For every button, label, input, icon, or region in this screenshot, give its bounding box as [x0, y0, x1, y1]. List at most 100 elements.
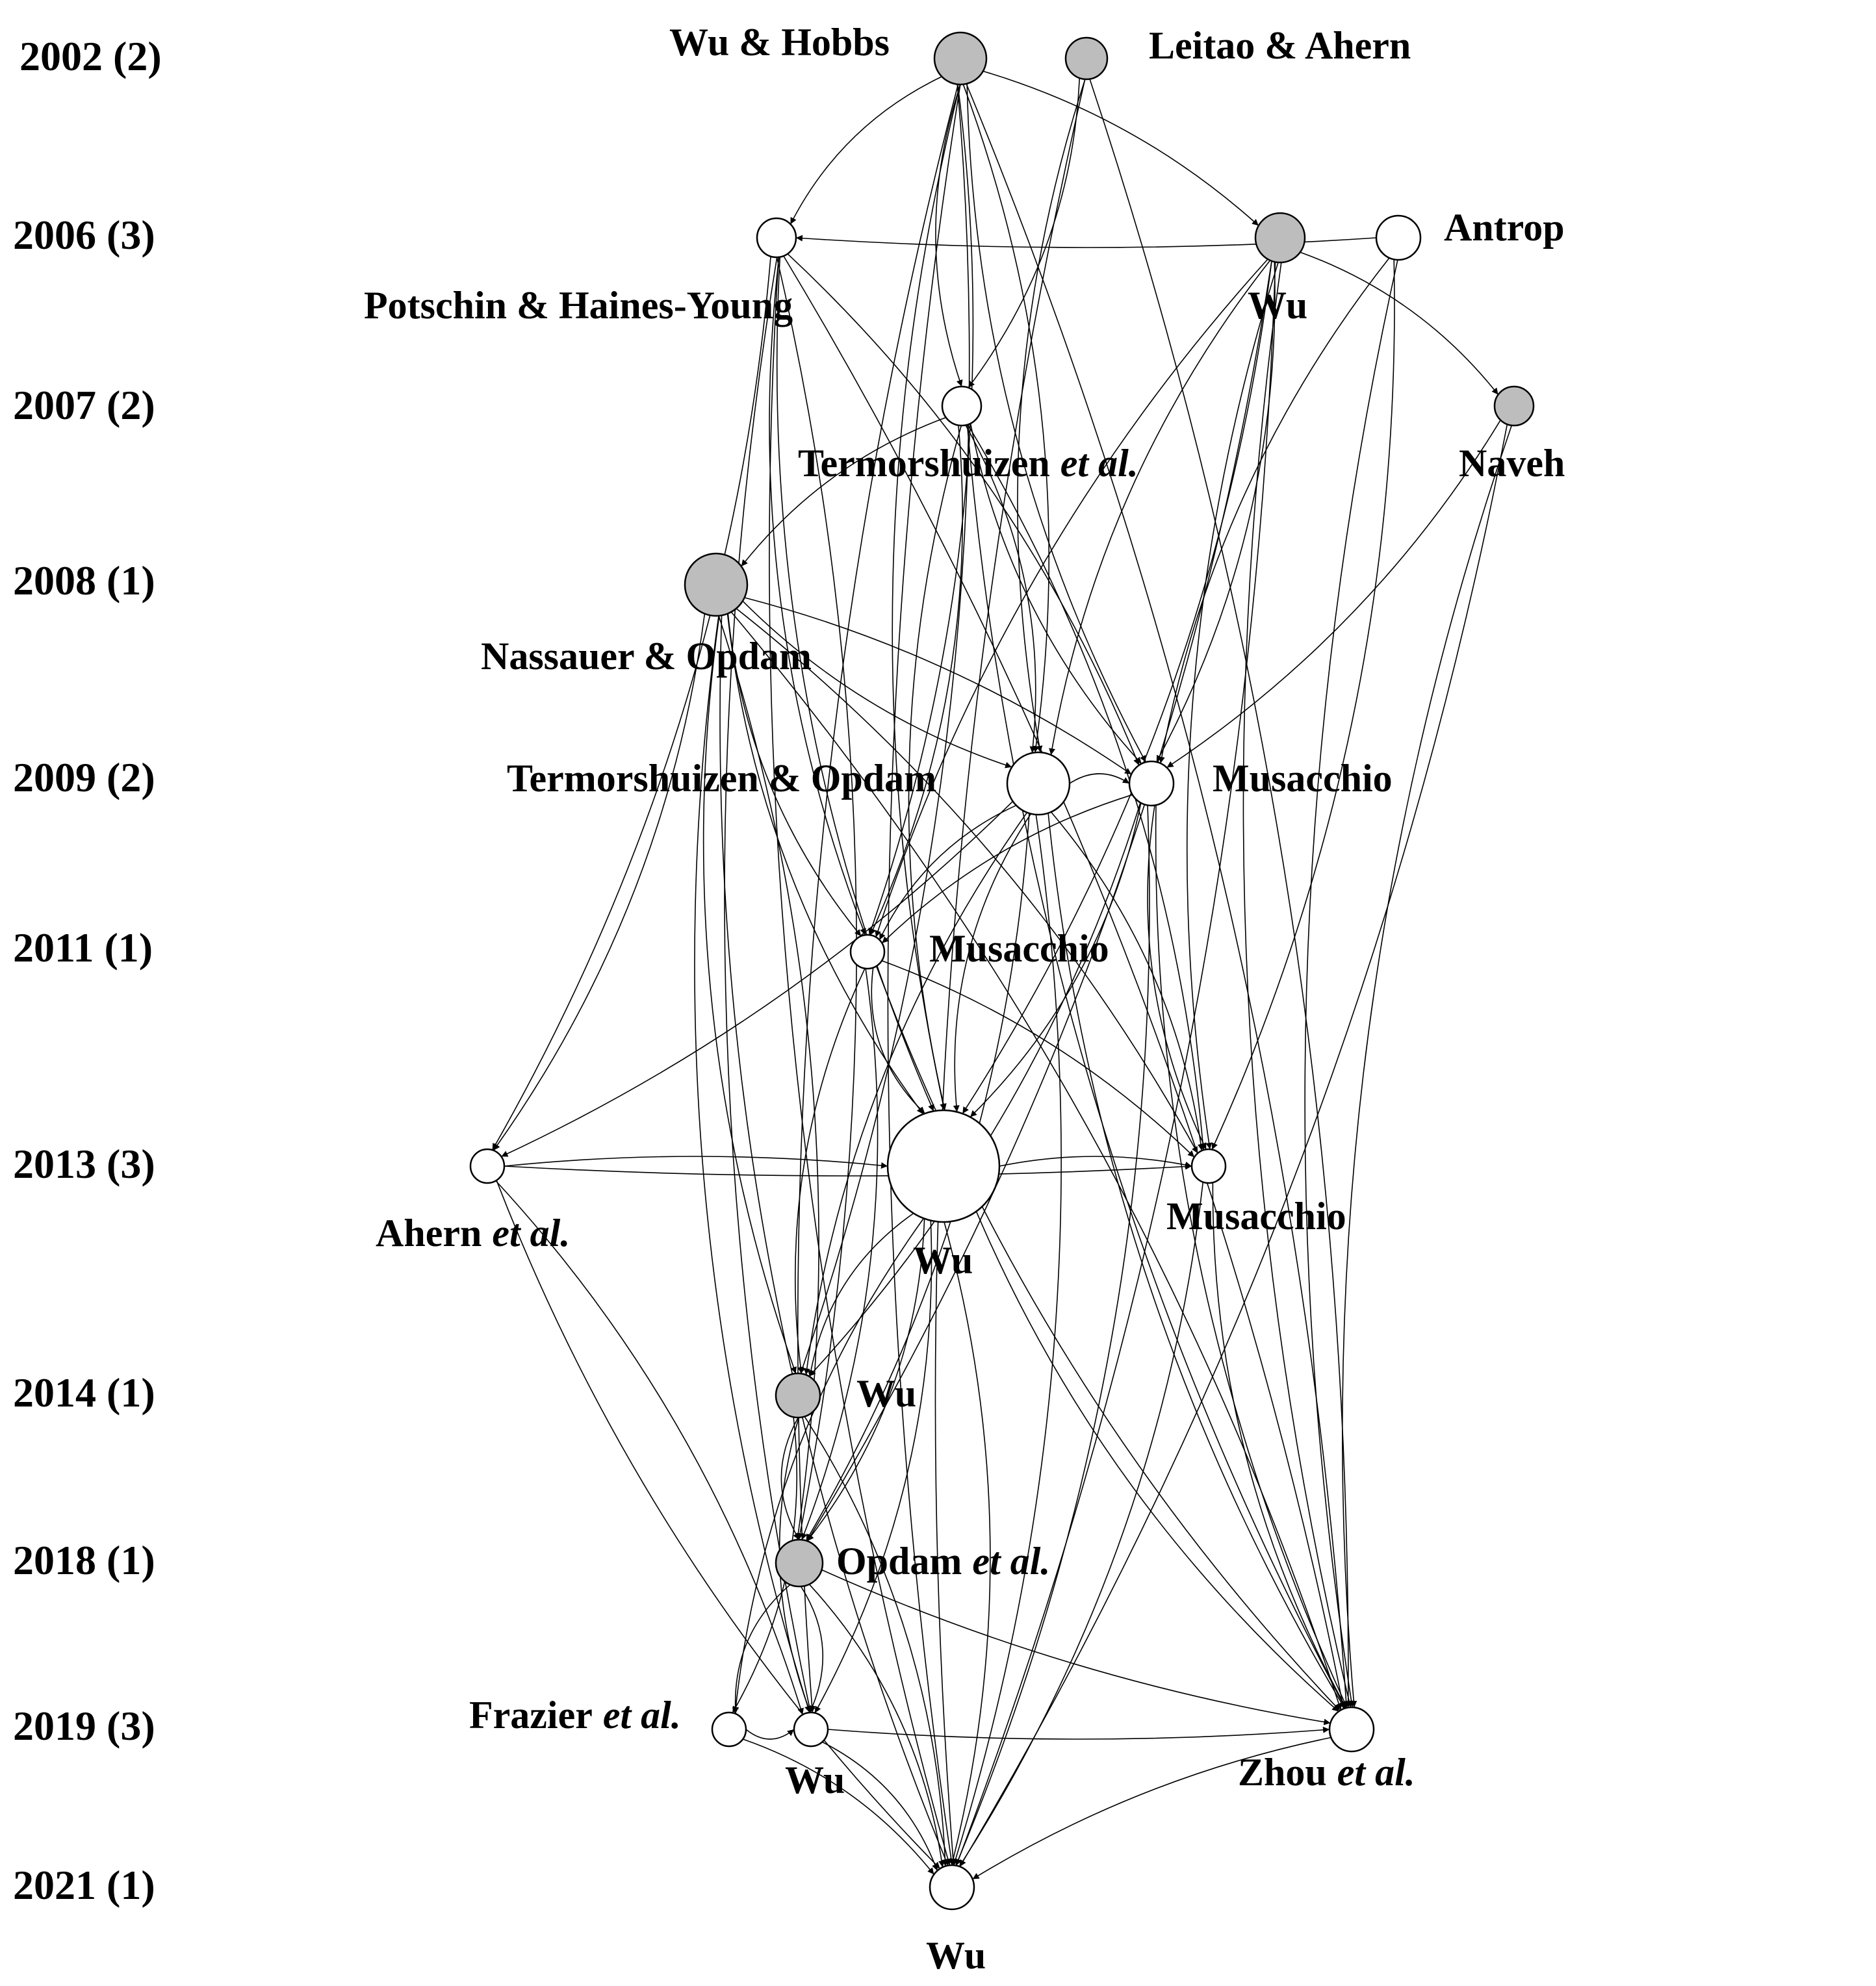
citation-edge: [732, 1584, 791, 1714]
label-wu-2014: Wu: [856, 1372, 916, 1415]
node-antrop-2006[interactable]: [1375, 214, 1422, 261]
citation-edge: [493, 613, 706, 1151]
citation-edge: [892, 84, 961, 1111]
citation-edge: [495, 1180, 804, 1715]
node-naveh-2007[interactable]: [1493, 385, 1535, 427]
citation-edge: [1212, 1182, 1347, 1709]
label-antrop-2006: Antrop: [1444, 206, 1565, 249]
label-wu-2013: Wu: [913, 1239, 973, 1282]
citation-edge: [797, 84, 959, 1713]
label-ahern-2013-name: Ahern: [376, 1212, 482, 1254]
node-termorshuizen-2007[interactable]: [941, 385, 983, 427]
label-opdam-2018-etal: et al.: [972, 1540, 1050, 1583]
citation-edge: [1242, 262, 1352, 1708]
year-label-2007: 2007 (2): [13, 382, 155, 428]
label-musacchio-2009: Musacchio: [1213, 757, 1393, 800]
citation-edge: [875, 259, 1268, 937]
node-frazier-2019[interactable]: [711, 1711, 747, 1748]
citation-edge: [868, 84, 974, 936]
citation-edge: [970, 423, 1142, 765]
year-label-2011: 2011 (1): [13, 924, 153, 971]
citation-edge: [908, 425, 962, 1111]
year-label-2006: 2006 (3): [13, 212, 155, 258]
citation-edge: [972, 1737, 1331, 1880]
citation-edge: [952, 814, 1062, 1866]
node-wu-2013[interactable]: [886, 1109, 1001, 1223]
citation-edge: [934, 79, 1086, 1866]
citation-edge: [694, 615, 811, 1713]
year-label-2019: 2019 (3): [13, 1703, 155, 1749]
citation-edge: [962, 261, 1272, 1114]
citation-edge: [1186, 262, 1279, 1150]
citation-edge: [780, 1417, 800, 1540]
node-potschin-haines-young-2006[interactable]: [756, 217, 797, 259]
citation-edge: [800, 1586, 823, 1713]
citation-edge: [1017, 79, 1086, 753]
citation-edge: [814, 1220, 932, 1714]
citation-edge: [730, 611, 1343, 1711]
citation-edge: [808, 1584, 945, 1868]
year-label-2008: 2008 (1): [13, 557, 155, 604]
citation-edge: [1304, 259, 1398, 1708]
citation-edge: [879, 804, 1017, 941]
citation-edge: [955, 262, 1276, 1866]
node-zhou-2019[interactable]: [1328, 1706, 1375, 1753]
citation-edge: [965, 425, 1036, 754]
label-termorshuizen-2007-etal: et al.: [1060, 442, 1138, 485]
citation-edge: [827, 1726, 1330, 1740]
citation-edge: [966, 83, 1147, 763]
node-wu-2021[interactable]: [929, 1864, 975, 1911]
node-musacchio-2013[interactable]: [1190, 1148, 1227, 1184]
citation-edge: [959, 424, 1508, 1867]
node-wu-2014[interactable]: [775, 1372, 821, 1419]
citation-edge: [806, 1218, 925, 1542]
citation-edge: [968, 78, 1080, 388]
node-ahern-2013[interactable]: [469, 1148, 506, 1184]
citation-edge: [1155, 805, 1348, 1709]
label-nassauer-opdam-2008: Nassauer & Opdam: [481, 635, 812, 678]
citation-edges: [492, 70, 1513, 1880]
citation-edge: [1158, 257, 1390, 764]
citation-edge: [1166, 420, 1501, 769]
citation-edge: [953, 813, 1032, 1112]
citation-edge: [975, 1211, 1339, 1712]
label-potschin-2006: Potschin & Haines-Young: [364, 284, 793, 327]
node-opdam-2018[interactable]: [775, 1538, 824, 1588]
label-wu-2021: Wu: [926, 1934, 986, 1977]
label-termorshuizen-2007-name: Termorshuizen: [798, 442, 1050, 485]
node-labels: Wu & Hobbs Leitao & Ahern Potschin & Hai…: [364, 21, 1565, 1977]
node-wu-2019[interactable]: [793, 1711, 829, 1748]
node-nassauer-opdam-2008[interactable]: [684, 552, 749, 617]
citation-edge: [821, 1741, 938, 1871]
label-zhou-2019-etal: et al.: [1337, 1751, 1415, 1794]
citation-edge: [966, 424, 1346, 1709]
citation-edge: [741, 416, 946, 567]
citation-edge: [944, 1221, 991, 1866]
year-label-2018: 2018 (1): [13, 1537, 155, 1583]
citation-edge: [702, 615, 797, 1374]
citation-edge: [1069, 773, 1130, 784]
citation-edge: [799, 84, 970, 1374]
citation-edge: [794, 968, 866, 1374]
node-termorshuizen-opdam-2009[interactable]: [1006, 751, 1071, 816]
label-musacchio-2011: Musacchio: [929, 927, 1109, 970]
citation-edge: [935, 84, 963, 387]
citation-edge: [776, 257, 857, 1540]
citation-edge: [808, 802, 1141, 1377]
year-label-2002: 2002 (2): [19, 33, 162, 79]
label-naveh-2007: Naveh: [1459, 442, 1565, 485]
citation-edge: [736, 607, 1198, 1154]
node-wu-hobbs-2002[interactable]: [933, 31, 988, 86]
citation-edge: [776, 257, 934, 1112]
citation-edge: [999, 1156, 1192, 1168]
citation-edge: [806, 261, 1272, 1542]
node-wu-2006[interactable]: [1254, 212, 1306, 264]
node-musacchio-2011[interactable]: [849, 934, 886, 970]
node-leitao-ahern-2002[interactable]: [1064, 36, 1109, 81]
node-musacchio-2009[interactable]: [1128, 760, 1175, 807]
citation-edge: [1211, 259, 1395, 1150]
citation-edge: [875, 965, 1341, 1711]
paper-nodes: [469, 31, 1535, 1911]
